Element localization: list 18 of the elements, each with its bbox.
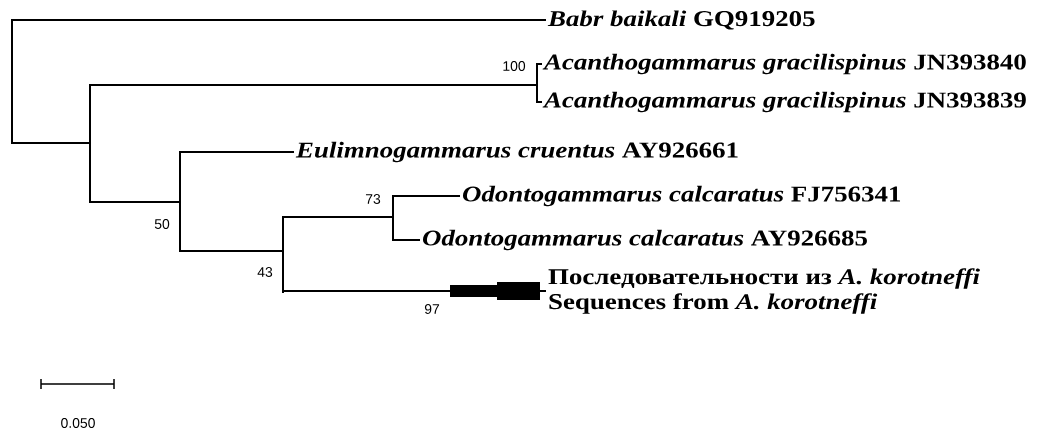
taxon-label: Последовательности из A. korotneffi Sequences from A. korotneffi — [548, 268, 980, 314]
bootstrap-value: 73 — [365, 194, 381, 204]
taxon-label: Acanthogammarus gracilispinus JN393840 — [542, 53, 1026, 75]
branch-line — [11, 19, 547, 21]
bootstrap-value: 97 — [424, 304, 440, 314]
bootstrap-value: 100 — [503, 61, 526, 71]
branch-line — [392, 195, 461, 197]
taxon-label: Eulimnogammarus cruentus AY926661 — [295, 141, 738, 163]
taxon-label: Acanthogammarus gracilispinus JN393839 — [542, 91, 1026, 113]
bootstrap-value: 43 — [257, 267, 273, 277]
branch-line — [179, 151, 295, 153]
taxon-label: Odontogammarus calcaratus AY926685 — [422, 229, 867, 251]
scale-label: 0.050 — [61, 418, 95, 428]
taxon-label: Babr baikali GQ919205 — [547, 10, 815, 30]
taxon-label: Odontogammarus calcaratus FJ756341 — [462, 185, 900, 207]
bootstrap-value: 50 — [154, 219, 170, 229]
bracket-line — [536, 63, 543, 103]
branch-line — [392, 239, 421, 241]
